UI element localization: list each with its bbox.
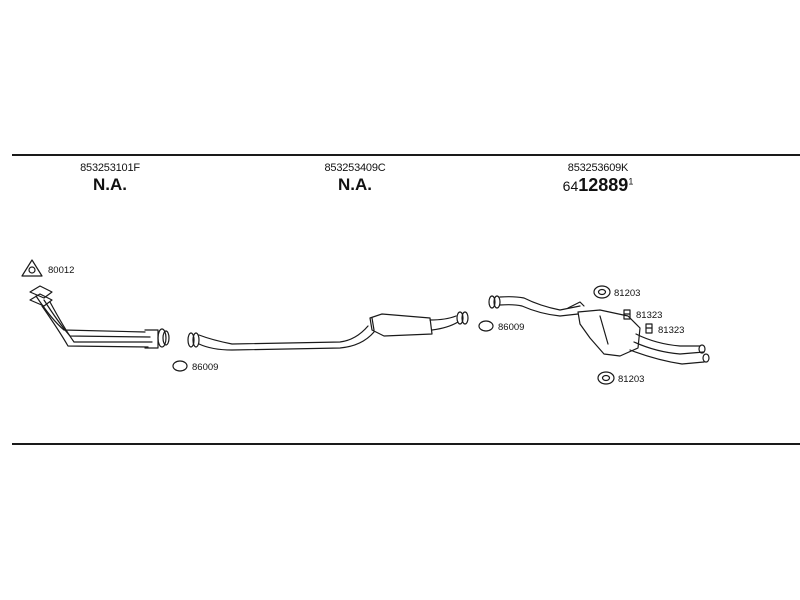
callout-hanger-top: 81203 <box>614 288 640 299</box>
part-number-front: 853253101F <box>80 162 140 174</box>
callout-ring-front: 86009 <box>192 362 218 373</box>
part-ref-rear: 64128891 <box>498 175 698 196</box>
clamp-1-icon <box>623 309 631 320</box>
middle-pipe-icon <box>187 311 469 351</box>
front-pipe-icon <box>29 285 170 349</box>
clamp-2-icon <box>645 323 653 334</box>
part-value-middle: N.A. <box>338 175 372 194</box>
callout-gasket: 80012 <box>48 265 74 276</box>
rear-pipe-icon <box>488 295 710 365</box>
part-header-middle: 853253409C N.A. <box>255 162 455 195</box>
part-value-front: N.A. <box>93 175 127 194</box>
part-header-front: 853253101F N.A. <box>10 162 210 195</box>
seal-ring-front-icon <box>172 360 188 372</box>
callout-clamp-1: 81323 <box>636 310 662 321</box>
part-header-rear: 853253609K 64128891 <box>498 162 698 196</box>
callout-ring-mid: 86009 <box>498 322 524 333</box>
callout-hanger-bottom: 81203 <box>618 374 644 385</box>
part-number-middle: 853253409C <box>324 162 386 174</box>
rubber-hanger-top-icon <box>593 285 611 299</box>
ref-main: 12889 <box>578 175 629 195</box>
callout-clamp-2: 81323 <box>658 325 684 336</box>
ref-prefix: 64 <box>562 178 579 194</box>
rubber-hanger-bottom-icon <box>597 371 615 385</box>
manifold-gasket-icon <box>21 259 43 277</box>
part-number-rear: 853253609K <box>567 162 629 174</box>
seal-ring-mid-icon <box>478 320 494 332</box>
ref-superscript: 1 <box>628 176 634 187</box>
bottom-divider <box>12 443 800 445</box>
top-divider <box>12 154 800 156</box>
